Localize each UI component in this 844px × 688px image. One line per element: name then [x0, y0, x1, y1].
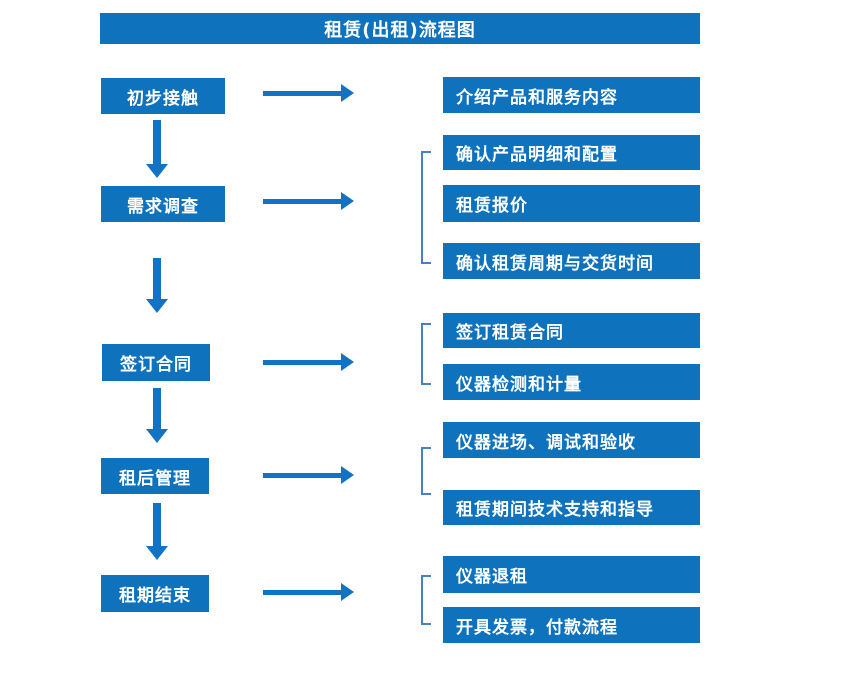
- group-bracket: [421, 447, 431, 495]
- group-bracket: [421, 323, 431, 385]
- step-box-demand-survey: 需求调查: [101, 186, 225, 222]
- group-bracket: [421, 575, 431, 625]
- detail-box: 仪器检测和计量: [443, 364, 700, 400]
- detail-box: 确认产品明细和配置: [443, 135, 700, 170]
- step-box-sign-contract: 签订合同: [102, 344, 210, 381]
- step-box-post-rental-management: 租后管理: [101, 458, 209, 494]
- diagram-title: 租赁(出租)流程图: [100, 13, 700, 44]
- step-box-lease-end: 租期结束: [101, 575, 209, 612]
- detail-box: 确认租赁周期与交货时间: [443, 243, 700, 279]
- group-bracket: [421, 151, 431, 264]
- detail-box: 租赁期间技术支持和指导: [443, 490, 700, 525]
- detail-box: 介绍产品和服务内容: [443, 77, 700, 113]
- detail-box: 仪器退租: [443, 556, 700, 593]
- detail-box: 签订租赁合同: [443, 313, 700, 348]
- detail-box: 租赁报价: [443, 185, 700, 222]
- detail-box: 开具发票，付款流程: [443, 607, 700, 643]
- detail-box: 仪器进场、调试和验收: [443, 422, 700, 458]
- step-box-initial-contact: 初步接触: [101, 78, 225, 114]
